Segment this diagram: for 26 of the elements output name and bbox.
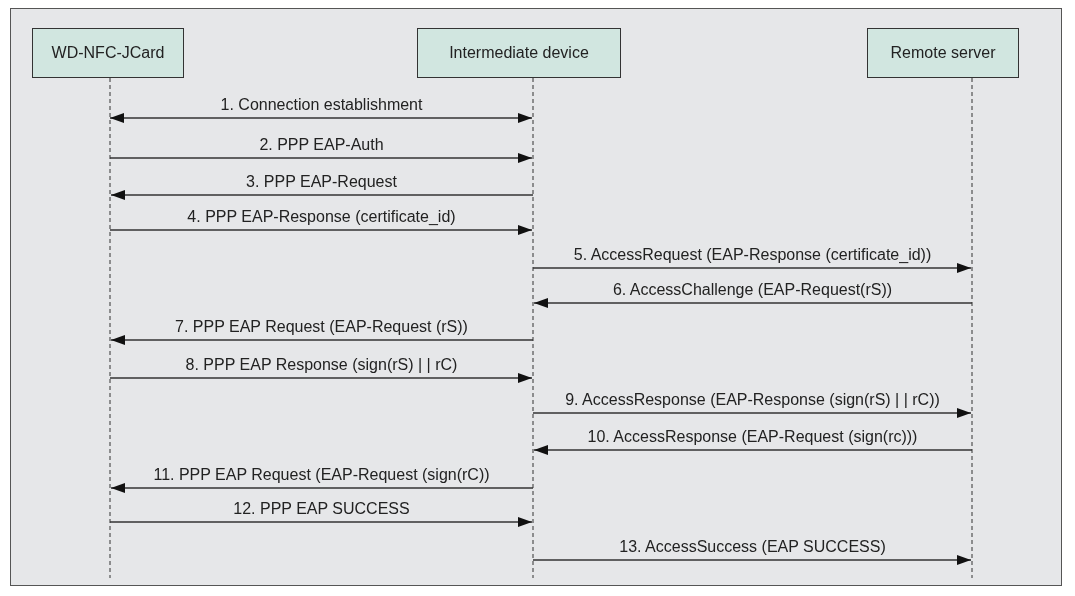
message-arrow <box>533 298 973 308</box>
participant-box: Remote server <box>867 28 1019 78</box>
message-arrow <box>109 373 533 383</box>
participant-box: Intermediate device <box>417 28 621 78</box>
message-label: 7. PPP EAP Request (EAP-Request (rS)) <box>173 318 470 336</box>
participant-box: WD-NFC-JCard <box>32 28 184 78</box>
message-label: 3. PPP EAP-Request <box>244 173 399 191</box>
message-arrow <box>533 445 973 455</box>
message-label: 8. PPP EAP Response (sign(rS) | | rC) <box>183 356 460 374</box>
message-label: 6. AccessChallenge (EAP-Request(rS)) <box>610 281 895 299</box>
message-arrow <box>532 555 972 565</box>
message-arrow <box>110 483 534 493</box>
message-label: 11. PPP EAP Request (EAP-Request (sign(rC)) <box>151 466 492 484</box>
message-label: 9. AccessResponse (EAP-Response (sign(rS) | | rC)) <box>563 391 942 409</box>
message-arrow <box>532 263 972 273</box>
message-label: 4. PPP EAP-Response (certificate_id) <box>185 208 458 226</box>
message-label: 10. AccessResponse (EAP-Request (sign(rc))) <box>585 428 920 446</box>
message-label: 5. AccessRequest (EAP-Response (certificate_id)) <box>571 246 934 264</box>
message-arrow <box>109 517 533 527</box>
message-arrow <box>532 408 972 418</box>
message-arrow <box>110 190 534 200</box>
message-arrow <box>110 335 534 345</box>
message-arrow <box>109 225 533 235</box>
message-label: 13. AccessSuccess (EAP SUCCESS) <box>617 538 888 556</box>
message-arrow <box>109 113 533 123</box>
message-arrow <box>109 153 533 163</box>
